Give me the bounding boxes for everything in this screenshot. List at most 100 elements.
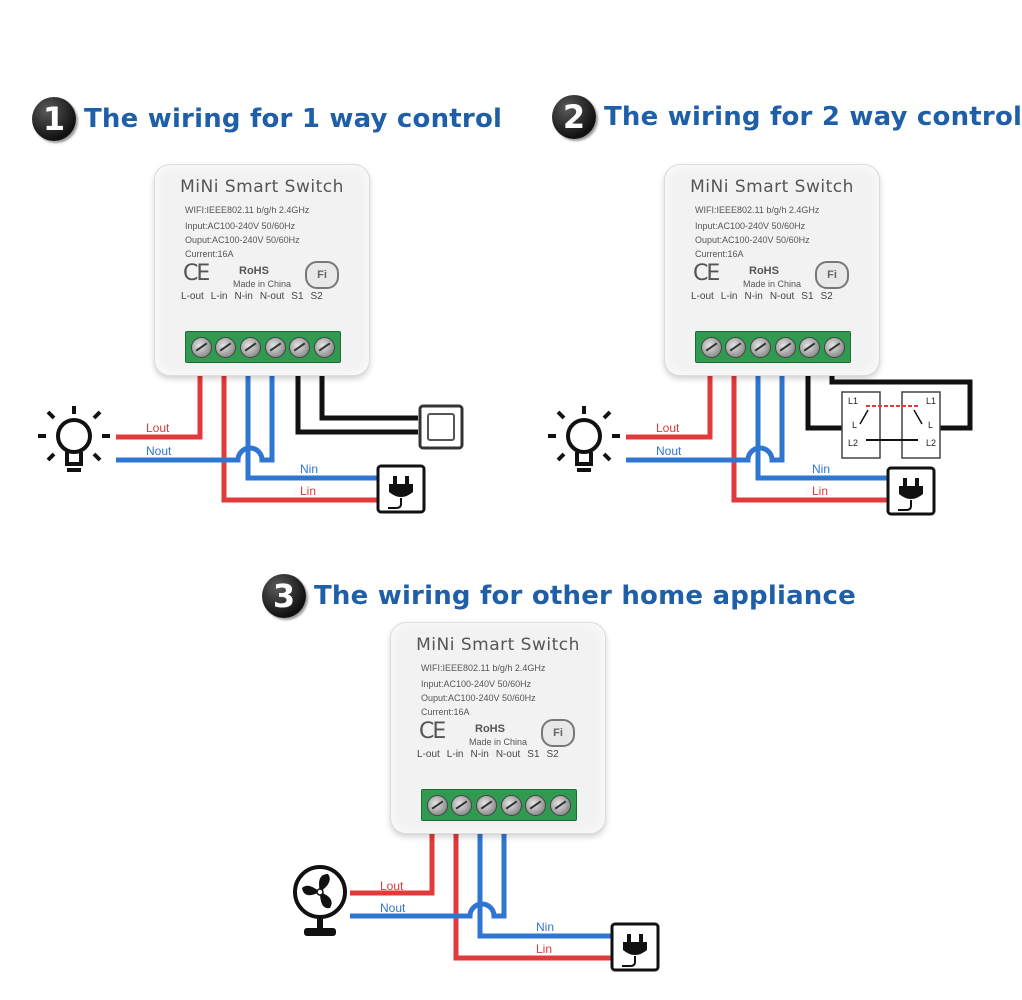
nout-label: Nout bbox=[380, 901, 406, 915]
input-spec: Input:AC100-240V 50/60Hz bbox=[421, 679, 532, 689]
wifi-spec: WIFI:IEEE802.11 b/g/h 2.4GHz bbox=[185, 205, 310, 215]
switch-b-l1: L1 bbox=[926, 396, 936, 406]
terminal-label: S1 bbox=[801, 291, 814, 302]
terminal-label: N-out bbox=[769, 291, 795, 302]
input-spec: Input:AC100-240V 50/60Hz bbox=[185, 221, 296, 231]
screw-icon bbox=[725, 336, 747, 358]
panel-1-heading: 1 The wiring for 1 way control bbox=[32, 97, 502, 141]
screw-icon bbox=[314, 336, 336, 358]
rohs-label: RoHS bbox=[475, 723, 505, 735]
wifi-logo-icon: Fi bbox=[815, 261, 849, 289]
input-spec: Input:AC100-240V 50/60Hz bbox=[695, 221, 806, 231]
switch-b-l: L bbox=[928, 420, 933, 430]
current-spec: Current:16A bbox=[695, 249, 744, 259]
terminal-label: L-in bbox=[446, 749, 464, 760]
wifi-logo-icon: Fi bbox=[305, 261, 339, 289]
mini-smart-switch-device: MiNi Smart Switch WIFI:IEEE802.11 b/g/h … bbox=[390, 622, 606, 834]
screw-icon bbox=[824, 336, 846, 358]
nout-label: Nout bbox=[146, 444, 172, 458]
switch-a-l: L bbox=[852, 420, 857, 430]
power-socket-icon bbox=[376, 464, 426, 514]
panel-title: The wiring for 1 way control bbox=[84, 104, 503, 134]
wiring-diagram-page: 1 The wiring for 1 way control Lout Nout… bbox=[0, 0, 1000, 1000]
wifi-spec: WIFI:IEEE802.11 b/g/h 2.4GHz bbox=[421, 663, 546, 673]
terminal-block bbox=[695, 331, 851, 363]
screw-icon bbox=[451, 794, 473, 816]
made-in-label: Made in China bbox=[743, 279, 802, 289]
current-spec: Current:16A bbox=[185, 249, 234, 259]
s2-wire bbox=[319, 368, 418, 421]
nin-label: Nin bbox=[812, 462, 830, 476]
terminal-label: L-out bbox=[691, 291, 714, 302]
screw-icon bbox=[426, 794, 448, 816]
terminal-label: N-in bbox=[744, 291, 763, 302]
terminal-labels: L-out L-in N-in N-out S1 S2 bbox=[181, 291, 323, 302]
lout-wire bbox=[116, 368, 203, 440]
power-socket-icon bbox=[886, 466, 936, 516]
terminal-label: N-in bbox=[470, 749, 489, 760]
terminal-label: L-out bbox=[417, 749, 440, 760]
terminal-label: L-in bbox=[720, 291, 738, 302]
panel-title: The wiring for other home appliance bbox=[314, 581, 856, 611]
current-spec: Current:16A bbox=[421, 707, 470, 717]
lin-wire bbox=[731, 368, 888, 503]
terminal-label: S1 bbox=[527, 749, 540, 760]
two-way-switch-icon: L1 L L2 L1 L L2 bbox=[841, 391, 941, 459]
wifi-logo-icon: Fi bbox=[541, 719, 575, 747]
panel-3-wires bbox=[350, 826, 612, 961]
terminal-label: S1 bbox=[291, 291, 304, 302]
output-spec: Ouput:AC100-240V 50/60Hz bbox=[185, 235, 300, 245]
screw-icon bbox=[750, 336, 772, 358]
lin-label: Lin bbox=[812, 484, 828, 498]
nout-wire bbox=[350, 826, 507, 919]
screw-icon bbox=[215, 336, 237, 358]
step-number-badge: 3 bbox=[262, 574, 306, 618]
light-bulb-icon bbox=[548, 406, 620, 472]
screw-icon bbox=[500, 794, 522, 816]
terminal-label: S2 bbox=[546, 749, 559, 760]
terminal-labels: L-out L-in N-in N-out S1 S2 bbox=[417, 749, 559, 760]
wifi-spec: WIFI:IEEE802.11 b/g/h 2.4GHz bbox=[695, 205, 820, 215]
screw-icon bbox=[476, 794, 498, 816]
nin-wire bbox=[755, 368, 888, 481]
lout-label: Lout bbox=[380, 879, 404, 893]
rohs-label: RoHS bbox=[239, 265, 269, 277]
ce-mark-icon: CE bbox=[419, 719, 446, 744]
output-spec: Ouput:AC100-240V 50/60Hz bbox=[695, 235, 810, 245]
two-way-switch-a bbox=[841, 391, 881, 459]
screw-icon bbox=[264, 336, 286, 358]
terminal-label: S2 bbox=[820, 291, 833, 302]
switch-a-l2: L2 bbox=[848, 438, 858, 448]
terminal-block bbox=[185, 331, 341, 363]
nout-wire bbox=[626, 368, 785, 463]
screw-icon bbox=[799, 336, 821, 358]
terminal-label: S2 bbox=[310, 291, 323, 302]
lin-label: Lin bbox=[536, 942, 552, 956]
terminal-label: N-out bbox=[259, 291, 285, 302]
lin-wire bbox=[221, 368, 378, 503]
rohs-label: RoHS bbox=[749, 265, 779, 277]
screw-icon bbox=[289, 336, 311, 358]
terminal-label: N-out bbox=[495, 749, 521, 760]
device-title: MiNi Smart Switch bbox=[416, 635, 580, 655]
ce-mark-icon: CE bbox=[693, 261, 720, 286]
screw-icon bbox=[525, 794, 547, 816]
switch-a-l1: L1 bbox=[848, 396, 858, 406]
panel-2-wires bbox=[626, 368, 973, 503]
step-number-badge: 2 bbox=[552, 95, 596, 139]
wall-switch-icon bbox=[418, 404, 464, 450]
screw-icon bbox=[190, 336, 212, 358]
nout-wire bbox=[116, 368, 275, 463]
panel-2-heading: 2 The wiring for 2 way control bbox=[552, 95, 1022, 139]
light-bulb-icon bbox=[38, 406, 110, 472]
lin-label: Lin bbox=[300, 484, 316, 498]
nin-label: Nin bbox=[300, 462, 318, 476]
terminal-block bbox=[421, 789, 577, 821]
mini-smart-switch-device: MiNi Smart Switch WIFI:IEEE802.11 b/g/h … bbox=[154, 164, 370, 376]
step-number-badge: 1 bbox=[32, 97, 76, 141]
fan-icon bbox=[293, 865, 347, 936]
panel-title: The wiring for 2 way control bbox=[604, 102, 1022, 132]
panel-1-wires bbox=[116, 368, 418, 503]
terminal-label: N-in bbox=[234, 291, 253, 302]
two-way-switch-b bbox=[901, 391, 941, 459]
